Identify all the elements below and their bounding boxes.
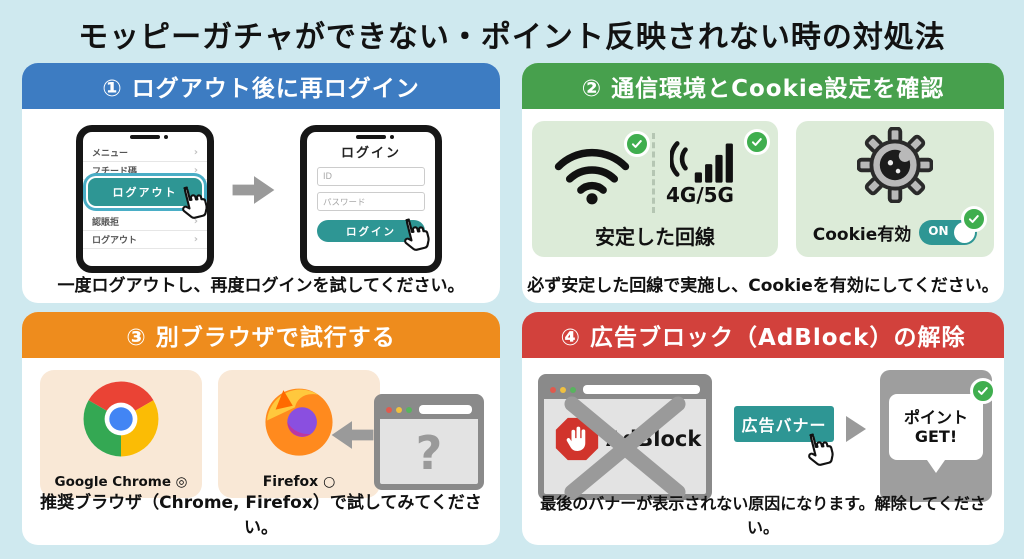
window-dot-green xyxy=(570,386,576,393)
point-get-card: ポイント GET! xyxy=(880,370,996,502)
panel-browser-caption: 推奨ブラウザ（Chrome, Firefox）で試してみてください。 xyxy=(40,493,482,538)
chrome-card: Google Chrome ◎ xyxy=(40,370,202,498)
page-title: モッピーガチャができない・ポイント反映されない時の対処法 xyxy=(78,20,946,55)
chevron-right-icon: › xyxy=(193,234,198,245)
hand-cursor-icon xyxy=(404,218,430,251)
phone-camera-dot xyxy=(390,135,394,139)
mobile-network-label: 4G/5G xyxy=(666,183,734,207)
firefox-label: Firefox ○ xyxy=(262,474,336,490)
cookie-card: Cookie有効 ON xyxy=(796,121,994,257)
arrow-right-icon xyxy=(846,416,866,442)
window-dot-yellow xyxy=(396,406,402,413)
browser-titlebar xyxy=(380,400,478,419)
panel-browser: ③ 別ブラウザで試行する Google Chrome ◎ xyxy=(22,312,500,545)
address-bar xyxy=(583,385,700,394)
adblock-browser-window: AdBlock xyxy=(538,374,712,500)
phone-notch xyxy=(356,135,386,139)
crossed-out-x-icon xyxy=(564,396,686,500)
phone-camera-dot xyxy=(164,135,168,139)
connection-card: 4G/5G 安定した回線 xyxy=(532,121,778,257)
mobile-signal-icon xyxy=(670,141,733,183)
panel-relogin: ① ログアウト後に再ログイン メニュー › フチード碼 › 規題かの母 xyxy=(22,63,500,303)
dashed-divider xyxy=(652,133,655,213)
phone-notch xyxy=(130,135,160,139)
chevron-right-icon: › xyxy=(193,216,198,227)
window-dot-red xyxy=(550,386,556,393)
adblock-stop-hand-icon xyxy=(555,417,599,461)
question-mark: ? xyxy=(415,426,443,480)
cookie-settings-gear-icon xyxy=(857,127,933,203)
point-get-line1: ポイント xyxy=(903,407,968,427)
check-icon xyxy=(624,131,650,157)
panel-browser-body: Google Chrome ◎ Firefox ○ xyxy=(22,358,500,545)
address-bar xyxy=(419,405,472,414)
point-get-line2: GET! xyxy=(914,427,958,446)
menu-item: メニュー › xyxy=(83,144,207,162)
menu-item: 認賬拒 › xyxy=(83,213,207,231)
browser-titlebar xyxy=(544,380,706,399)
arrow-left-icon xyxy=(331,421,374,449)
logout-button[interactable]: ログアウト xyxy=(88,178,202,206)
wifi-icon xyxy=(554,148,630,205)
check-icon xyxy=(744,129,770,155)
chrome-label: Google Chrome ◎ xyxy=(54,474,188,490)
id-field[interactable]: ID xyxy=(317,167,425,186)
check-icon xyxy=(970,378,996,404)
panel-relogin-body: メニュー › フチード碼 › 規題かの母 › 認賬拒 › xyxy=(22,109,500,303)
unknown-browser-window: ? xyxy=(374,394,484,490)
panel-browser-header: ③ 別ブラウザで試行する xyxy=(22,312,500,358)
panel-adblock-caption: 最後のバナーが表示されない原因になります。解除してください。 xyxy=(540,494,986,537)
connection-caption: 安定した回線 xyxy=(595,225,715,249)
chrome-logo-icon xyxy=(83,381,159,457)
panel-adblock: ④ 広告ブロック（AdBlock）の解除 AdBlock xyxy=(522,312,1004,545)
hand-cursor-icon xyxy=(808,433,834,466)
panel-network: ② 通信環境とCookie設定を確認 xyxy=(522,63,1004,303)
panel-adblock-header: ④ 広告ブロック（AdBlock）の解除 xyxy=(522,312,1004,358)
ad-banner-button[interactable]: 広告バナー xyxy=(734,406,834,442)
panel-network-caption: 必ず安定した回線で実施し、Cookieを有効にしてください。 xyxy=(527,276,999,296)
password-field[interactable]: パスワード xyxy=(317,192,425,211)
firefox-logo-icon xyxy=(265,388,333,456)
chevron-right-icon: › xyxy=(193,147,198,158)
login-submit-button[interactable]: ログイン xyxy=(317,220,425,242)
point-get-bubble: ポイント GET! xyxy=(889,394,983,460)
arrow-right-icon xyxy=(232,176,275,204)
cookie-enabled-label: Cookie有効 xyxy=(812,225,912,245)
panel-relogin-header: ① ログアウト後に再ログイン xyxy=(22,63,500,109)
window-dot-green xyxy=(406,406,412,413)
window-dot-red xyxy=(386,406,392,413)
toggle-on-label: ON xyxy=(928,224,949,238)
panel-adblock-body: AdBlock 広告バナー ポイント GET! xyxy=(522,358,1004,545)
cookie-toggle[interactable]: ON xyxy=(919,206,988,245)
window-dot-yellow xyxy=(560,386,566,393)
login-title: ログイン xyxy=(340,146,401,161)
chevron-right-icon: › xyxy=(193,165,198,176)
panel-relogin-caption: 一度ログアウトし、再度ログインを試してください。 xyxy=(57,276,465,296)
check-icon xyxy=(961,206,988,232)
panel-network-header: ② 通信環境とCookie設定を確認 xyxy=(522,63,1004,109)
panel-network-body: 4G/5G 安定した回線 xyxy=(522,109,1004,303)
menu-item: ログアウト › xyxy=(83,231,207,249)
bubble-tail xyxy=(927,460,945,473)
hand-cursor-icon xyxy=(182,186,208,219)
